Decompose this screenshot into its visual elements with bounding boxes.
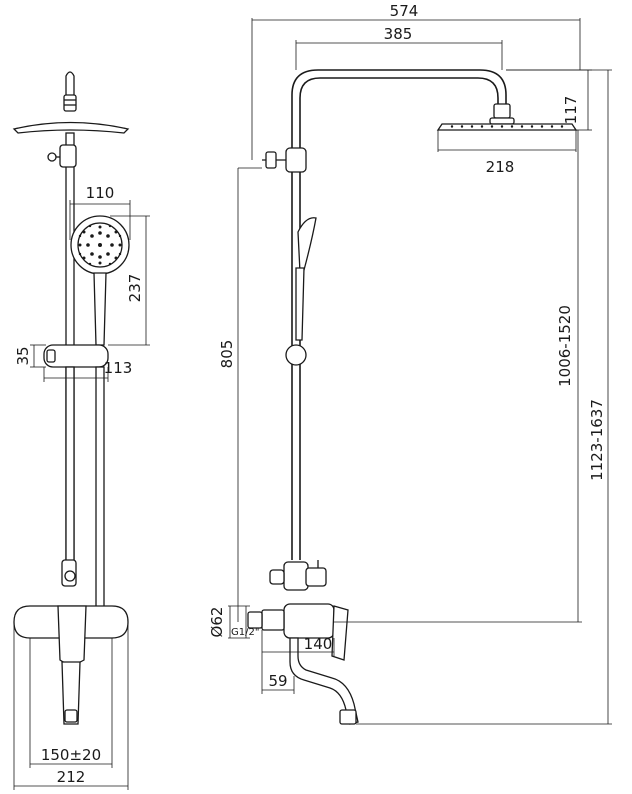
slider-holder-front — [43, 344, 109, 368]
dimension-lines — [13, 18, 612, 790]
rain-head-front — [12, 121, 130, 134]
spout-front — [61, 661, 81, 725]
dim-height-range-2: 1123-1637 — [588, 399, 606, 481]
side-view — [247, 69, 578, 725]
dim-height-range-1: 1006-1520 — [556, 305, 574, 387]
dim-spout-reach: 140 — [304, 635, 333, 653]
dim-inlet-diameter: Ø62 — [208, 607, 226, 638]
dim-holder-width: 113 — [104, 359, 133, 377]
dim-eccentric-offset: 59 — [268, 672, 287, 690]
dim-holder-height: 35 — [14, 346, 32, 365]
dim-handshower-length: 237 — [126, 274, 144, 303]
dim-overall-width: 574 — [390, 2, 419, 20]
dim-arm-length: 385 — [384, 25, 413, 43]
dim-center-distance: 150±20 — [41, 746, 101, 764]
dim-bar-length: 805 — [218, 340, 236, 369]
mixer-lever-front — [57, 605, 87, 665]
handshower-nozzles — [78, 224, 122, 266]
overhead-arm-side — [291, 69, 507, 560]
handshower-side — [297, 217, 317, 274]
handshower-handle-front — [93, 272, 107, 346]
rain-head-nozzles — [450, 125, 564, 128]
dimension-labels: 574 385 218 117 1006-1520 1123-1637 805 … — [14, 2, 606, 786]
spout-side — [289, 637, 359, 725]
mixer-body-side — [283, 603, 335, 639]
dim-handshower-width: 110 — [86, 184, 115, 202]
rain-head-side — [436, 123, 578, 131]
dim-thread: G1/2" — [231, 627, 259, 638]
mixer-lever-side — [331, 605, 349, 661]
dim-mixer-width: 212 — [57, 768, 86, 786]
dim-head-diameter: 218 — [486, 158, 515, 176]
front-view — [12, 71, 130, 725]
slider-knob-side — [285, 344, 307, 366]
dim-head-height: 117 — [562, 96, 580, 125]
